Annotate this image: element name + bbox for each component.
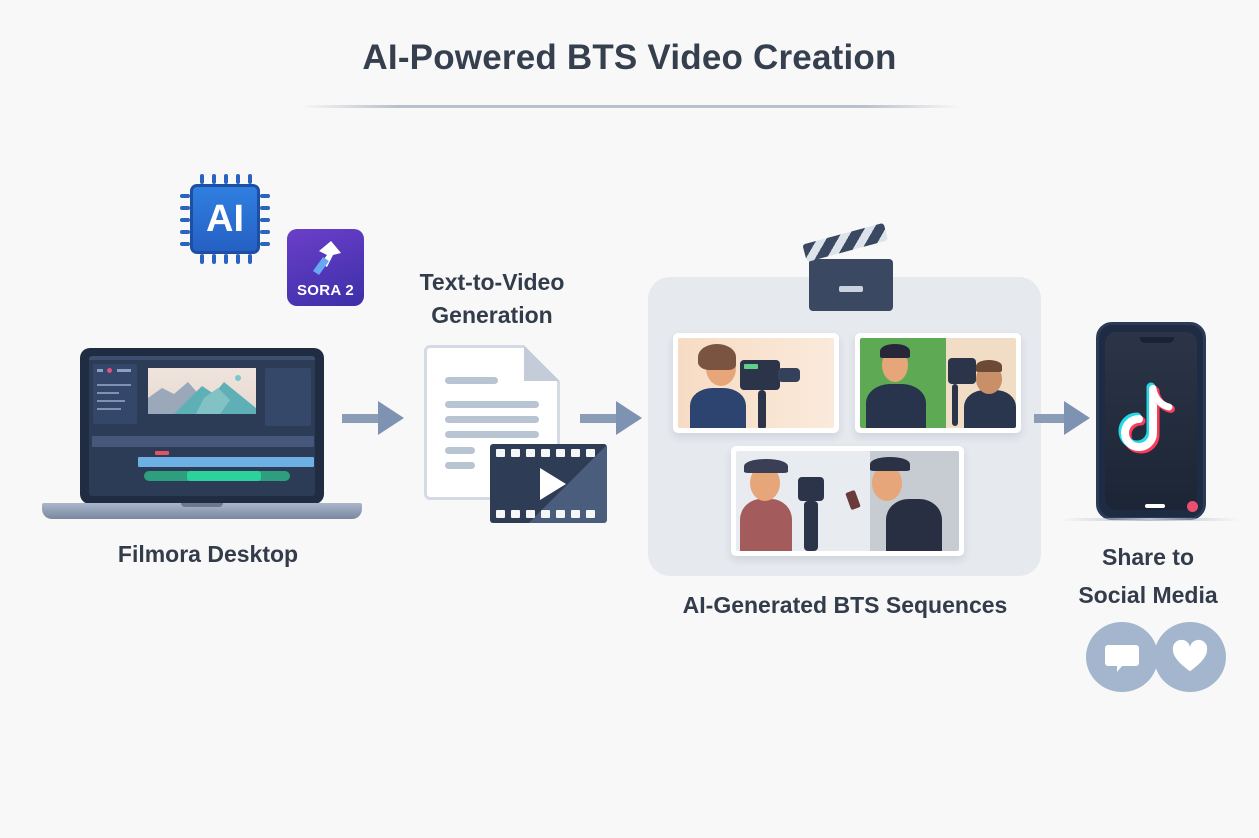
preview-window xyxy=(148,368,256,414)
title-divider xyxy=(300,105,960,108)
arrow-right-icon xyxy=(580,401,642,435)
home-indicator xyxy=(1145,504,1165,508)
step-label-social-line2: Social Media xyxy=(1078,582,1218,608)
step-label-social-line1: Share to xyxy=(1101,544,1195,570)
editor-ui xyxy=(89,356,315,496)
clapperboard-icon xyxy=(802,222,893,312)
record-button xyxy=(1187,501,1198,512)
laptop-video-editor-icon xyxy=(80,348,324,504)
ai-chip-text: AI xyxy=(190,184,260,254)
sora-arrow-glyph xyxy=(313,241,341,275)
mountain-icon xyxy=(148,375,256,414)
step-label-t2v-line2: Generation xyxy=(431,302,553,328)
tiktok-logo-icon xyxy=(1118,382,1175,454)
play-icon xyxy=(540,468,566,500)
doc-line xyxy=(445,401,539,408)
step-label-t2v-line1: Text-to-Video xyxy=(419,269,565,295)
heart-icon xyxy=(1154,622,1226,692)
doc-line xyxy=(445,416,539,423)
sora-label: SORA 2 xyxy=(296,282,355,299)
arrow-right-icon xyxy=(1034,401,1090,435)
step-label-filmora: Filmora Desktop xyxy=(117,541,299,567)
film-play-icon xyxy=(490,444,607,523)
scene-green-screen-crew xyxy=(855,333,1021,433)
ai-chip-icon: AI xyxy=(178,172,272,266)
laptop-base xyxy=(42,503,362,519)
doc-line xyxy=(445,462,475,469)
tiktok-phone-icon xyxy=(1096,322,1206,520)
phone-shadow xyxy=(1060,518,1240,521)
page-title: AI-Powered BTS Video Creation xyxy=(362,38,897,77)
doc-line xyxy=(445,447,475,454)
sora-logo-icon: SORA 2 xyxy=(287,229,364,306)
comment-icon xyxy=(1086,622,1158,692)
scene-camera-operator-woman xyxy=(673,333,839,433)
step-label-bts: AI-Generated BTS Sequences xyxy=(682,592,1008,618)
document-fold xyxy=(524,345,560,381)
doc-line xyxy=(445,431,539,438)
laptop-notch xyxy=(181,503,223,507)
scene-director-discussion xyxy=(731,446,964,556)
arrow-right-icon xyxy=(342,401,404,435)
doc-line xyxy=(445,377,498,384)
